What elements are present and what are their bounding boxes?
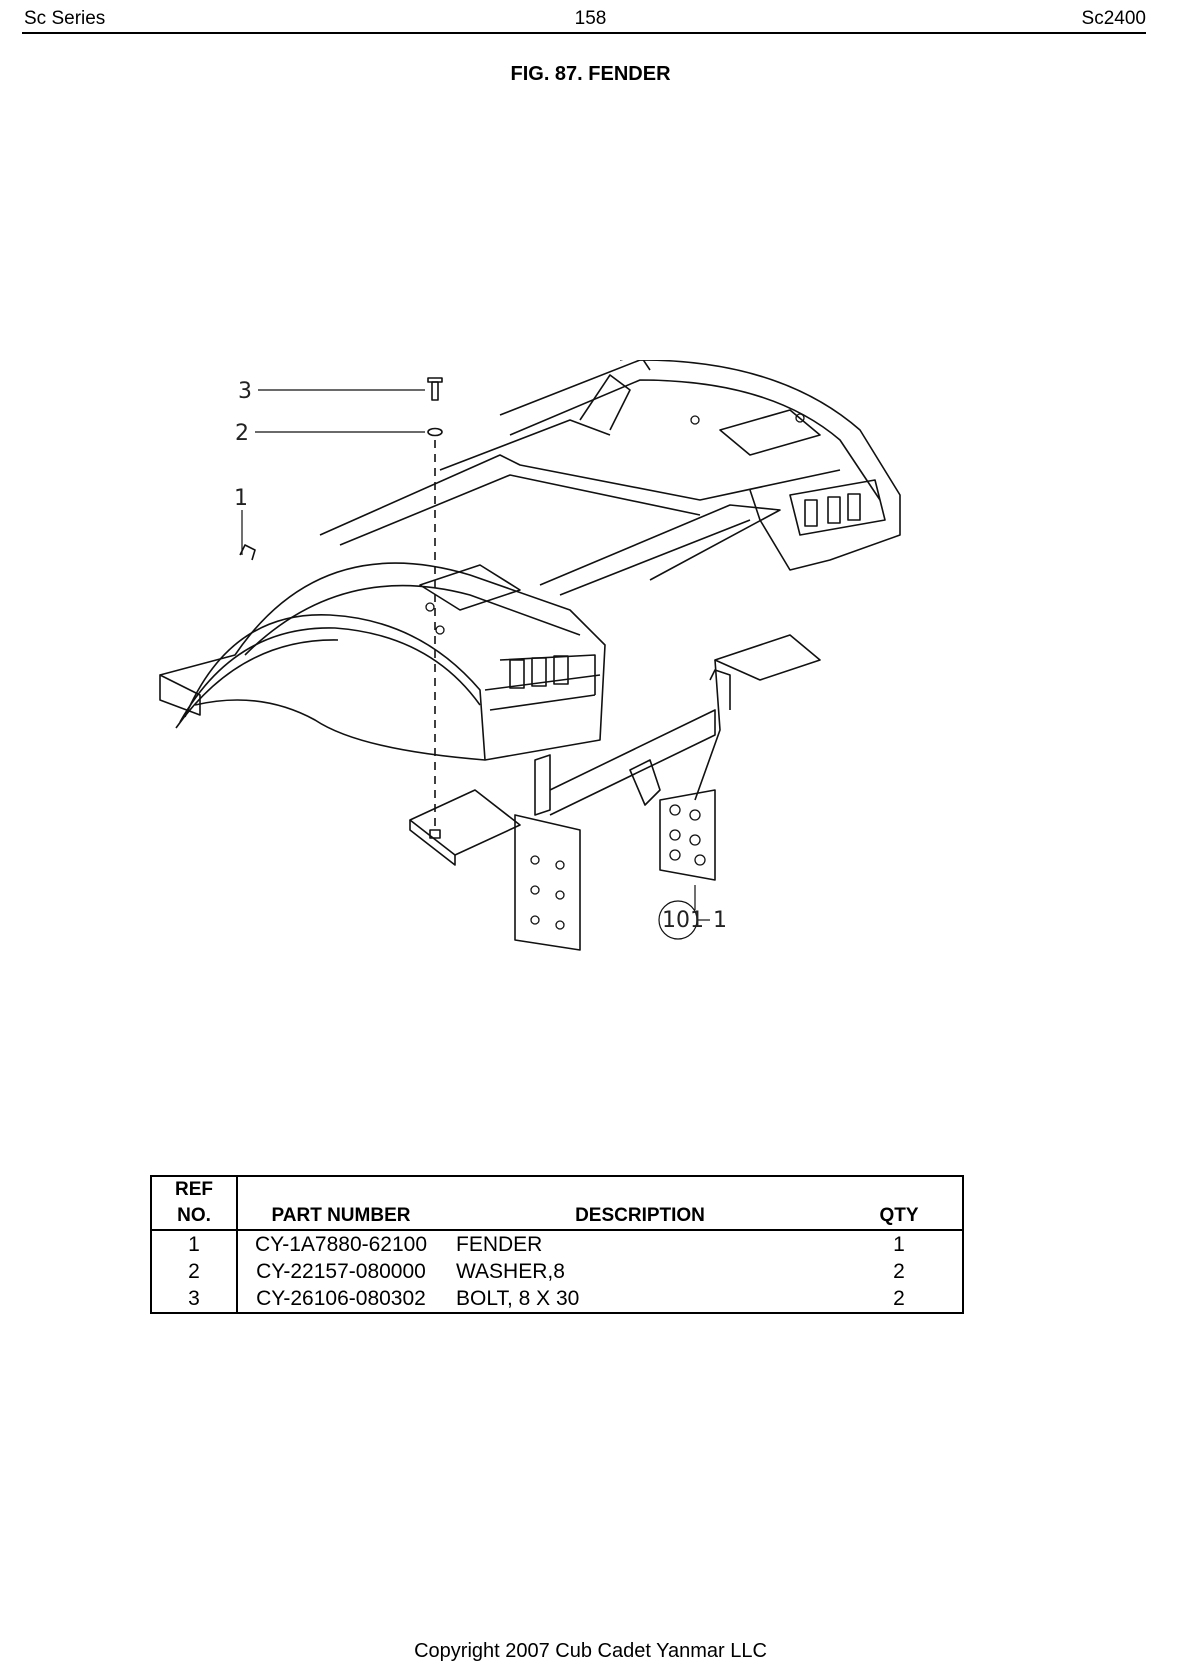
cell-part-number: CY-26106-080302: [237, 1285, 444, 1313]
page-number: 158: [0, 8, 1181, 30]
fender-exploded-drawing: 3 2 1 101 1: [140, 360, 980, 1020]
callout-3: 3: [238, 379, 252, 404]
figure-title: FIG. 87. FENDER: [0, 63, 1181, 86]
cell-ref: 1: [151, 1230, 237, 1258]
header-qty: QTY: [836, 1203, 963, 1230]
right-fender-shape: [500, 360, 900, 570]
bolt-and-washer-shape: [428, 378, 442, 838]
header-description: DESCRIPTION: [444, 1203, 836, 1230]
callout-leaders: [242, 390, 710, 939]
callout-101-sub: 1: [713, 908, 727, 933]
copyright-notice: Copyright 2007 Cub Cadet Yanmar LLC: [0, 1640, 1181, 1663]
cell-qty: 2: [836, 1258, 963, 1285]
cell-ref: 3: [151, 1285, 237, 1313]
parts-table: REF NO. PART NUMBER DESCRIPTION QTY 1 CY…: [150, 1175, 964, 1314]
cell-ref: 2: [151, 1258, 237, 1285]
fender-frame-shape: [320, 360, 840, 595]
callout-1: 1: [234, 486, 248, 511]
header-rule: [22, 32, 1146, 34]
table-row: 2 CY-22157-080000 WASHER,8 2: [151, 1258, 963, 1285]
cell-description: FENDER: [444, 1230, 836, 1258]
table-row: 1 CY-1A7880-62100 FENDER 1: [151, 1230, 963, 1258]
header-model: Sc2400: [1082, 8, 1146, 30]
cell-part-number: CY-22157-080000: [237, 1258, 444, 1285]
callout-2: 2: [235, 421, 249, 446]
cell-qty: 1: [836, 1230, 963, 1258]
header-part-number: PART NUMBER: [237, 1203, 444, 1230]
table-row: 3 CY-26106-080302 BOLT, 8 X 30 2: [151, 1285, 963, 1313]
cell-description: WASHER,8: [444, 1258, 836, 1285]
header-no: NO.: [151, 1203, 237, 1230]
cell-description: BOLT, 8 X 30: [444, 1285, 836, 1313]
hitch-bracket-shape: [410, 635, 820, 950]
callout-101: 101: [662, 908, 704, 933]
bracket-holes: [426, 414, 804, 929]
cell-part-number: CY-1A7880-62100: [237, 1230, 444, 1258]
header-ref: REF: [151, 1176, 237, 1203]
left-fender-shape: [160, 545, 605, 760]
cell-qty: 2: [836, 1285, 963, 1313]
